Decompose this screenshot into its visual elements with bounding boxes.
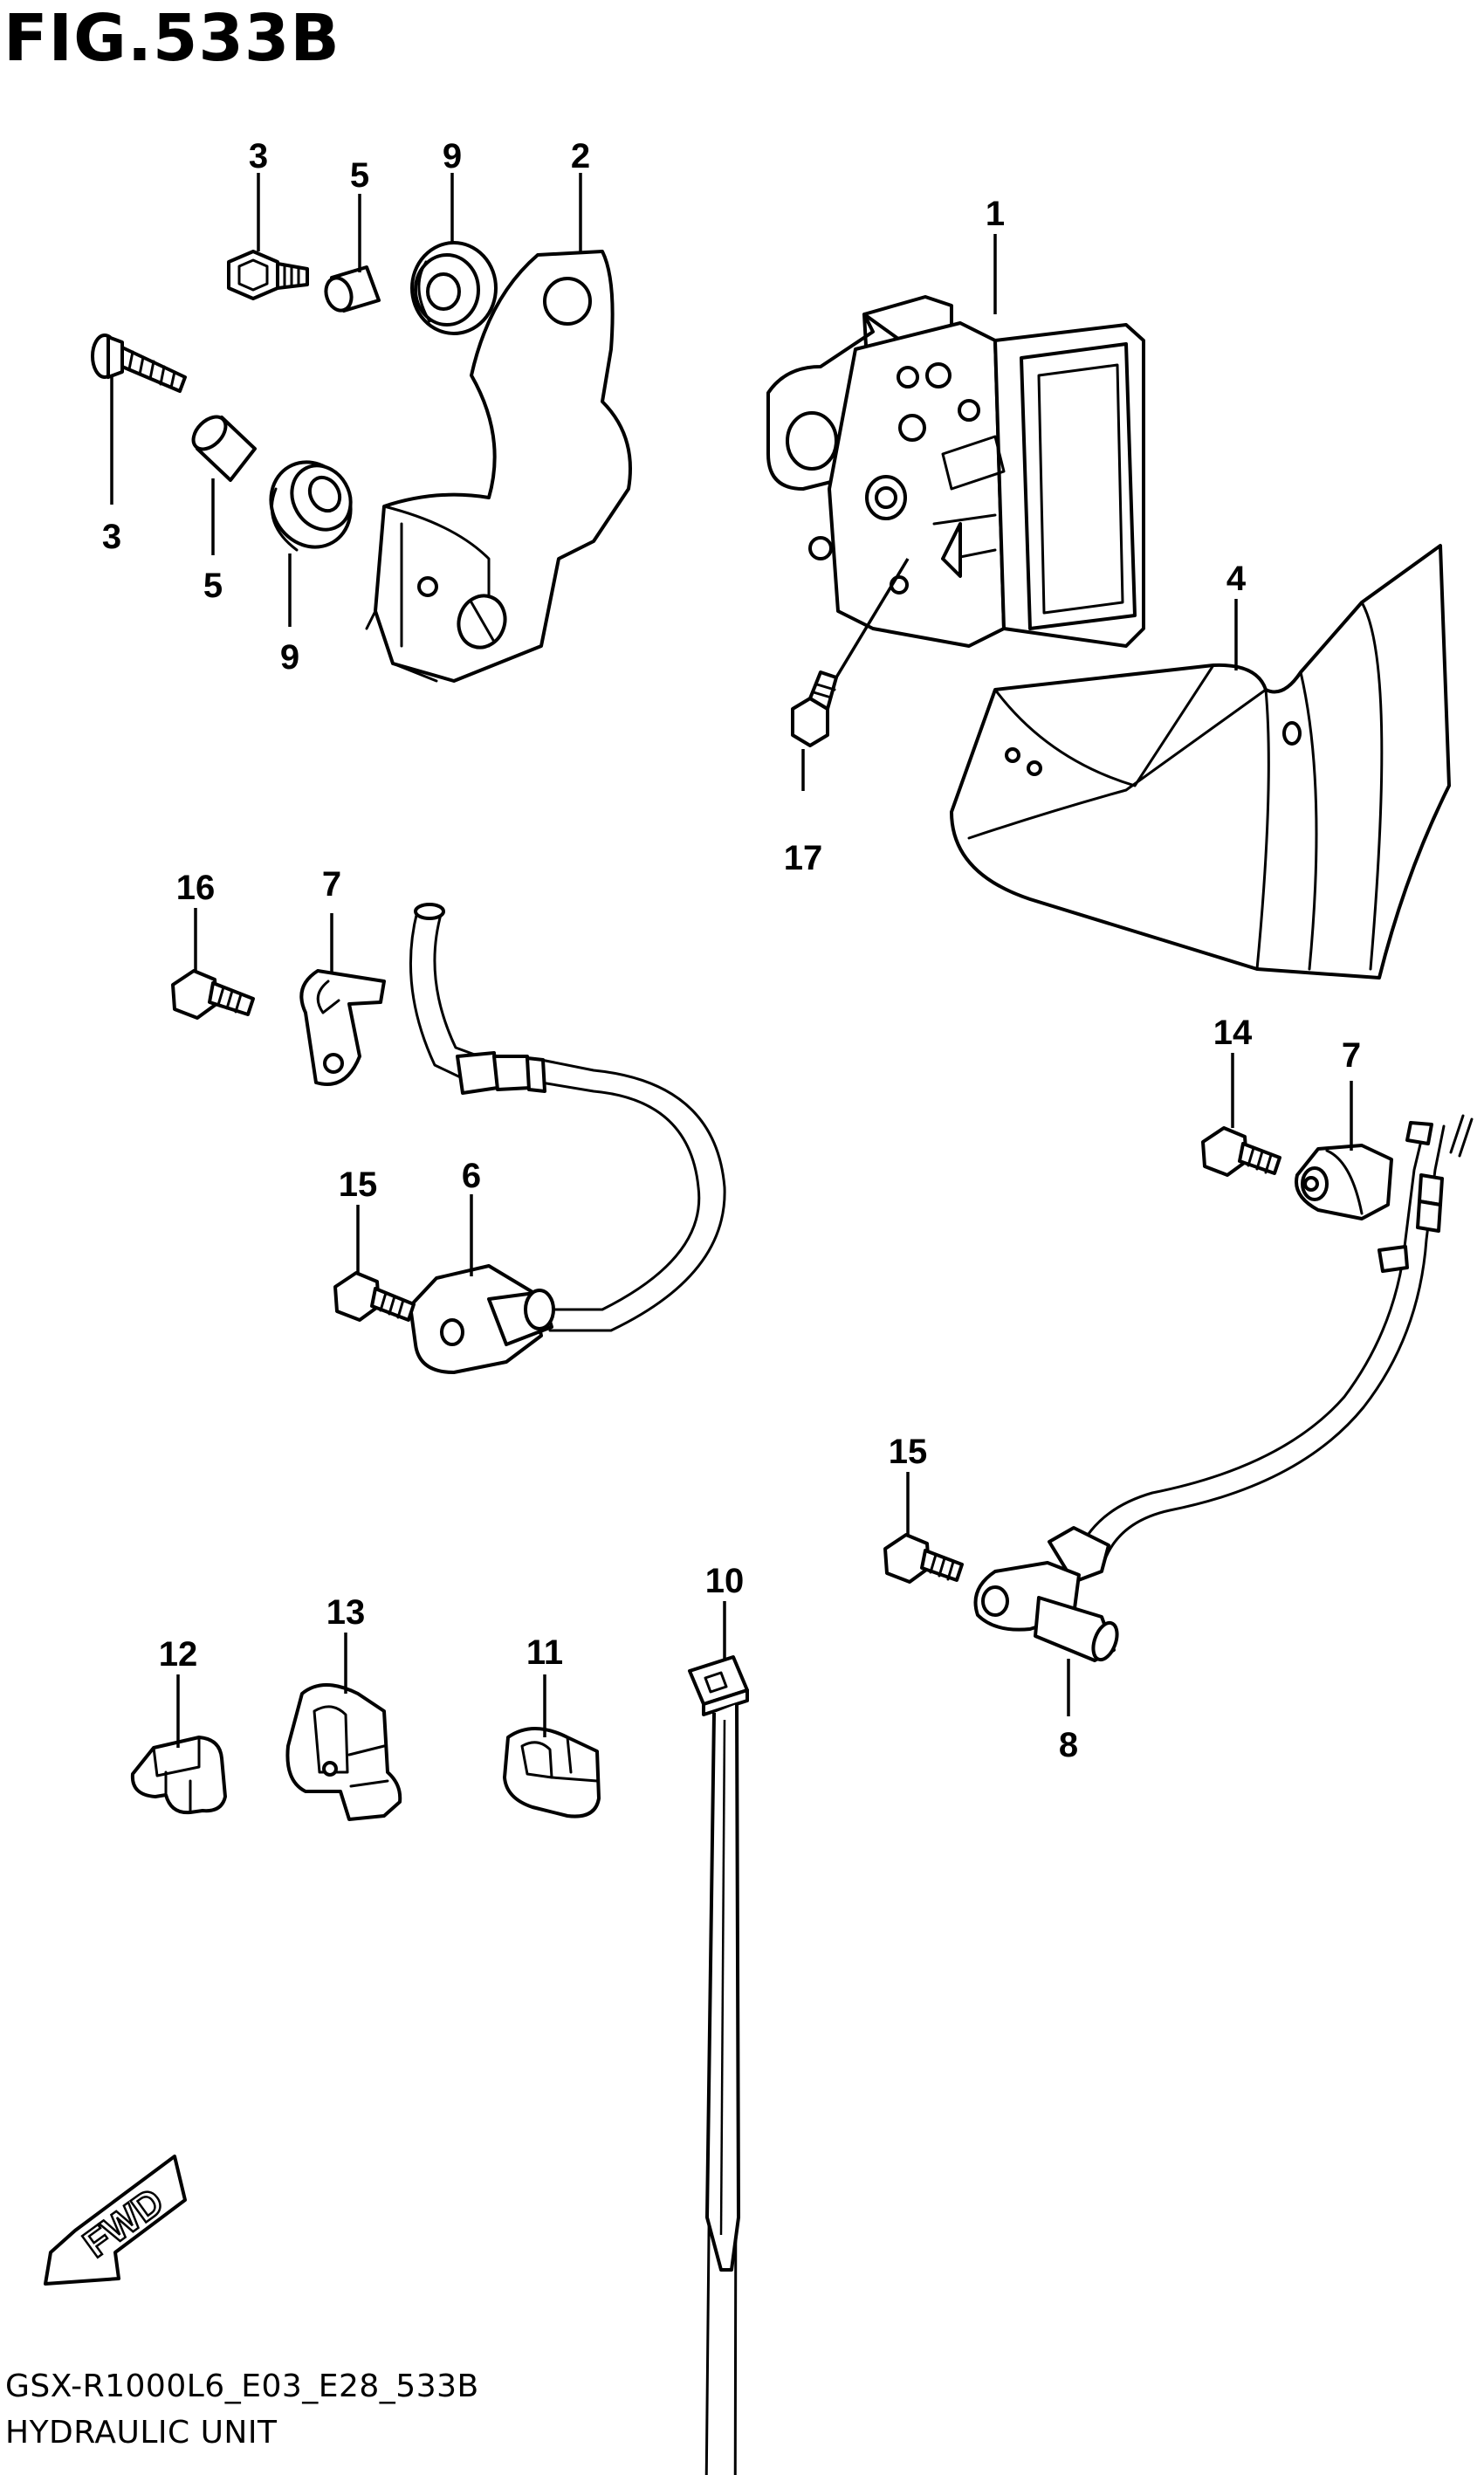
part-10-cable-tie-strap[interactable]: [705, 1703, 740, 2272]
callout-16[interactable]: 16: [176, 869, 216, 907]
part-6-speed-sensor-hose[interactable]: [409, 903, 726, 1374]
callout-11[interactable]: 11: [526, 1633, 563, 1672]
part-14-bolt[interactable]: [1201, 1126, 1281, 1177]
callout-7-left[interactable]: 7: [322, 865, 341, 904]
part-13-clamp[interactable]: [285, 1683, 402, 1821]
callout-3-lower[interactable]: 3: [102, 518, 121, 556]
figure-title: FIG.533B: [3, 1, 340, 76]
callout-15-left[interactable]: 15: [339, 1165, 378, 1204]
callout-10[interactable]: 10: [705, 1562, 745, 1600]
callout-1[interactable]: 1: [986, 195, 1005, 233]
callout-5-lower[interactable]: 5: [203, 567, 223, 605]
part-4-cover[interactable]: [950, 544, 1451, 980]
part-17-bolt[interactable]: [791, 670, 838, 747]
part-7-clamp-right[interactable]: [1295, 1144, 1393, 1220]
part-16-bolt[interactable]: [171, 969, 255, 1020]
callout-4[interactable]: 4: [1226, 560, 1247, 598]
callout-12[interactable]: 12: [159, 1635, 198, 1674]
callout-labels: 1 2 3 3 4 5 5 6 7 7 8 9 9 10 11 12 13 14…: [102, 137, 1361, 1764]
callout-9-upper[interactable]: 9: [443, 137, 462, 175]
part-9-grommet-lower[interactable]: [256, 448, 366, 562]
part-3-bolt-upper[interactable]: [227, 250, 309, 300]
part-11-clamp[interactable]: [503, 1727, 601, 1818]
callout-3-upper[interactable]: 3: [249, 137, 268, 175]
callout-7-right[interactable]: 7: [1342, 1036, 1361, 1075]
callout-13[interactable]: 13: [326, 1593, 366, 1632]
part-1-hydraulic-unit[interactable]: [766, 295, 1145, 648]
part-9-grommet-upper[interactable]: [410, 241, 498, 335]
part-15-bolt-right[interactable]: [883, 1533, 964, 1584]
callout-5-upper[interactable]: 5: [350, 156, 369, 195]
section-name: HYDRAULIC UNIT: [5, 2415, 278, 2451]
callout-17[interactable]: 17: [784, 839, 823, 877]
part-5-collar-upper[interactable]: [322, 265, 381, 313]
part-15-bolt-left[interactable]: [333, 1271, 416, 1322]
callout-2[interactable]: 2: [571, 137, 590, 175]
part-8-speed-sensor[interactable]: [973, 1114, 1474, 1663]
part-7-clamp-left[interactable]: [299, 969, 386, 1086]
part-2-bracket[interactable]: [365, 250, 632, 683]
callout-6[interactable]: 6: [462, 1157, 481, 1195]
leader-lines: [110, 173, 1353, 1748]
model-code: GSX-R1000L6_E03_E28_533B: [5, 2368, 479, 2404]
callout-8[interactable]: 8: [1059, 1726, 1078, 1764]
callout-15-right[interactable]: 15: [889, 1433, 928, 1471]
callout-14[interactable]: 14: [1213, 1014, 1253, 1052]
part-5-collar-lower[interactable]: [188, 411, 257, 482]
part-3-bolt-lower[interactable]: [91, 333, 187, 393]
fwd-arrow-icon: FWD: [44, 2155, 187, 2286]
part-12-clamp[interactable]: [130, 1736, 227, 1815]
callout-9-lower[interactable]: 9: [280, 638, 299, 677]
